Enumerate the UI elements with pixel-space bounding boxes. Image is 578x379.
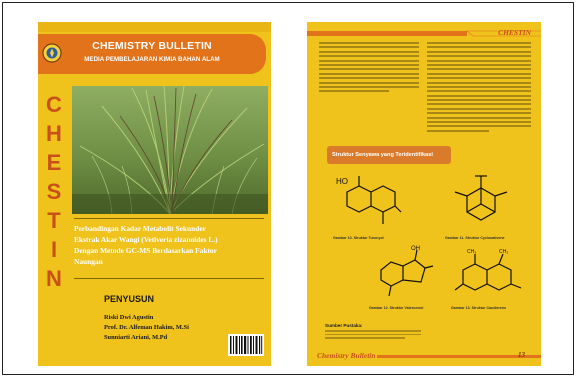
article-title: Perbandingan Kadar Metabolit Sekunder Ek… (74, 223, 266, 267)
cover-subtitle: MEDIA PEMBELAJARAN KIMIA BAHAN ALAM (84, 56, 220, 63)
author-name: Riski Dwi Agustin (104, 314, 154, 321)
svg-text:OH: OH (411, 246, 420, 252)
header-bar (307, 30, 541, 37)
molecule-structure-4: CH₃ CH₃ (454, 249, 522, 291)
svg-text:HO: HO (336, 177, 348, 186)
author-list: Riski Dwi Agustin Prof. Dr. Alfeman Haki… (104, 313, 189, 343)
molecule-structure-3: OH (380, 246, 434, 297)
author-name: Prof. Dr. Alfeman Hakim, M.Si (104, 324, 189, 331)
text-column-right (427, 42, 531, 134)
page-header: CHESTIN (307, 25, 541, 41)
brand-letter: T (47, 208, 61, 233)
page-footer: Chemistry Bulletin 13 (307, 348, 541, 366)
structure-caption: Gambar 11. Struktur Cyclosativene (445, 236, 505, 240)
text-column-left (319, 42, 419, 95)
footer-bar (307, 348, 541, 366)
cover-title-band: CHEMISTRY BULLETIN MEDIA PEMBELAJARAN KI… (38, 34, 266, 74)
svg-text:CH₃: CH₃ (499, 249, 508, 255)
references-heading: Sumber Pustaka: (325, 323, 363, 328)
section-title: Struktur Senyawa yang Teridentifikasi (327, 146, 451, 164)
vetiver-grass-photo (72, 86, 268, 214)
references-section: Sumber Pustaka: (325, 323, 525, 339)
content-page: CHESTIN Struktur Senyawa yang Teridentif… (307, 22, 541, 366)
header-label: CHESTIN (498, 28, 531, 37)
barcode-icon (228, 334, 264, 356)
svg-text:CH₃: CH₃ (467, 249, 476, 255)
cover-top-strip (38, 22, 271, 32)
brand-letter: I (50, 237, 58, 262)
brand-letter: E (46, 150, 62, 175)
footer-publication-name: Chemistry Bulletin (317, 351, 376, 360)
cover-page: CHEMISTRY BULLETIN MEDIA PEMBELAJARAN KI… (38, 22, 271, 366)
article-title-line: Perbandingan Kadar Metabolit Sekunder (74, 224, 206, 233)
title-rule-top (74, 218, 264, 219)
brand-letter: N (46, 266, 62, 291)
cover-title: CHEMISTRY BULLETIN (92, 40, 212, 52)
document-frame (2, 2, 574, 375)
structure-caption: Gambar 12. Struktur Valencenol (369, 306, 424, 310)
brand-letter: S (46, 179, 62, 204)
article-title-line: Dengan Metode GC-MS Berdasarkan Faktor (74, 246, 217, 255)
title-rule-bottom (74, 278, 264, 279)
author-name: Sunniarti Ariani, M.Pd (104, 334, 168, 341)
molecule-structure-1: HO (336, 176, 402, 224)
structure-caption: Gambar 13. Struktur Caudierene (451, 306, 507, 310)
page-number: 13 (518, 351, 525, 359)
penyusun-heading: PENYUSUN (104, 294, 155, 304)
molecule-structure-2 (454, 175, 508, 221)
university-logo-icon (42, 43, 62, 63)
article-title-line: Naungan (74, 257, 103, 266)
article-title-line: Ekstrak Akar Wangi (Vetiveria zizanoides… (74, 235, 218, 244)
structure-caption: Gambar 10. Struktur Turonyol (333, 236, 384, 240)
brand-letter: C (46, 92, 62, 117)
brand-letter: H (46, 121, 62, 146)
vertical-brand-text: C H E S T I N (44, 94, 64, 290)
